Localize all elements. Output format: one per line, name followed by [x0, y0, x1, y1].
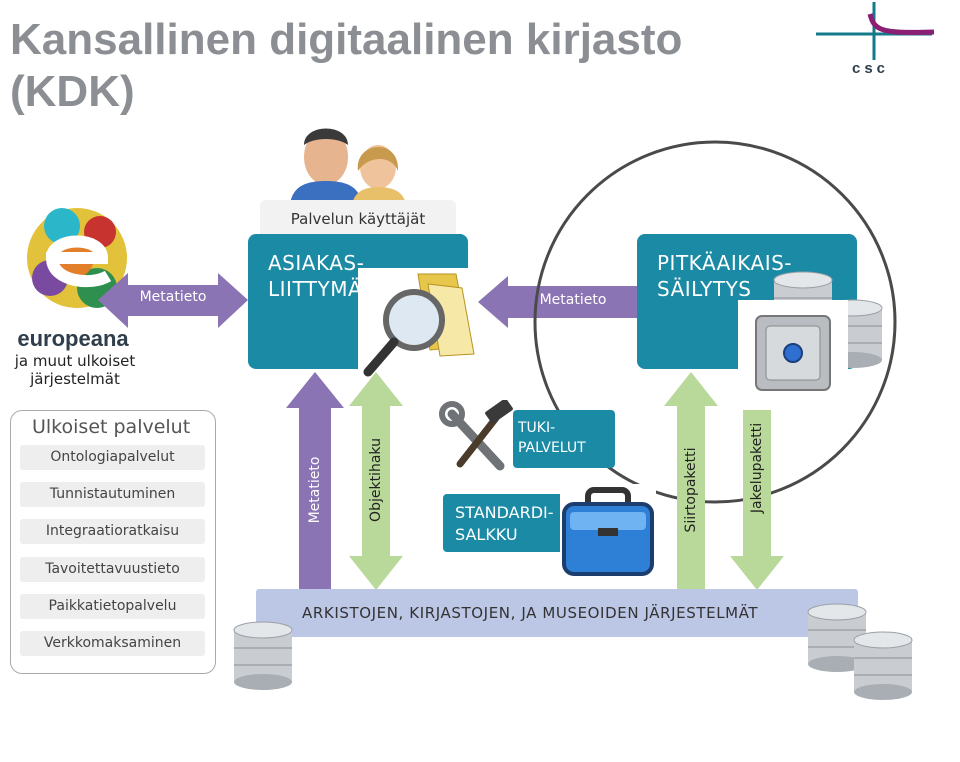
object-search-label: Objektihaku: [368, 438, 384, 522]
customer-interface-label: ASIAKAS- LIITTYMÄ: [268, 251, 365, 301]
metadata-arrow-left-label: Metatieto: [139, 289, 207, 305]
europeana-name: europeana: [17, 326, 129, 351]
distribution-package-label: Jakelupaketti: [749, 422, 765, 514]
europeana-logo: [22, 196, 132, 326]
highlight-circle: [533, 140, 897, 504]
page-title: Kansallinen digitaalinen kirjasto (KDK): [10, 15, 683, 116]
preservation-label: PITKÄAIKAIS- SÄILYTYS: [657, 251, 793, 301]
users-label: Palvelun käyttäjät: [260, 200, 456, 236]
metadata-arrow-left: Metatieto: [98, 273, 248, 328]
distribution-package-arrow: Jakelupaketti: [730, 410, 784, 590]
database-icon: [807, 603, 867, 672]
metadata-arrow-vertical-label: Metatieto: [307, 456, 323, 524]
magnifier-icon: [358, 268, 480, 378]
transfer-package-arrow: Siirtopaketti: [664, 372, 718, 590]
external-service-item: Integraatioratkaisu: [20, 519, 205, 544]
external-service-item: Tavoitettavuustieto: [20, 557, 205, 582]
external-service-item: Ontologiapalvelut: [20, 445, 205, 470]
europeana-caption: ja muut ulkoiset järjestelmät: [14, 352, 136, 388]
external-service-item: Tunnistautuminen: [20, 482, 205, 507]
database-icon: [853, 631, 913, 700]
briefcase-icon: [560, 484, 656, 580]
tools-icon: [438, 398, 518, 480]
users-icon: [288, 115, 418, 205]
archives-bar: ARKISTOJEN, KIRJASTOJEN, JA MUSEOIDEN JÄ…: [256, 589, 858, 637]
support-label: TUKI- PALVELUT: [518, 420, 586, 456]
csc-logo: csc: [812, 0, 942, 80]
external-service-item: Paikkatietopalvelu: [20, 594, 205, 619]
metadata-arrow-vertical: Metatieto: [286, 372, 344, 590]
metadata-arrow-middle: Metatieto: [478, 276, 640, 328]
metadata-arrow-middle-label: Metatieto: [539, 292, 607, 308]
csc-logo-mark: [816, 2, 935, 60]
europeana-logo-mark: [27, 208, 127, 308]
external-service-item: Verkkomaksaminen: [20, 631, 205, 656]
external-services-title: Ulkoiset palvelut: [32, 416, 191, 438]
support-box: TUKI- PALVELUT: [513, 410, 615, 468]
object-search-arrow: Objektihaku: [349, 372, 403, 590]
database-icon: [233, 621, 293, 690]
csc-logo-text: csc: [852, 60, 890, 77]
archives-label: ARKISTOJEN, KIRJASTOJEN, JA MUSEOIDEN JÄ…: [302, 604, 759, 622]
safe-icon: [738, 300, 848, 408]
standard-kit-label: STANDARDI- SALKKU: [455, 503, 554, 544]
transfer-package-label: Siirtopaketti: [683, 447, 699, 533]
